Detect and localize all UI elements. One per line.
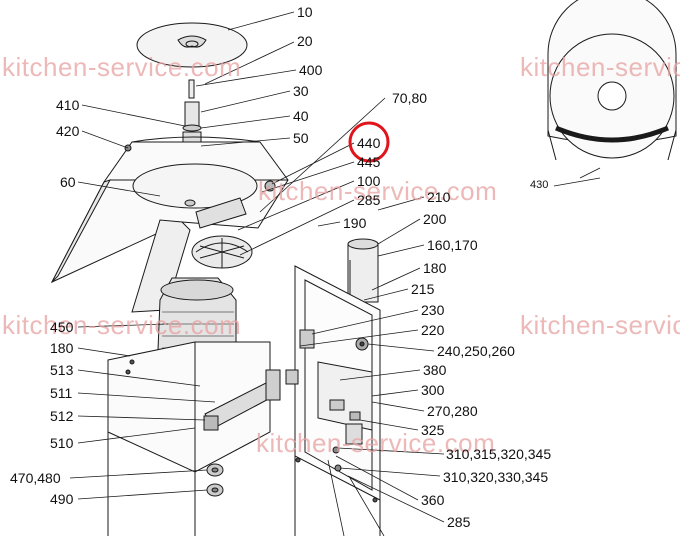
watermark: kitchen-service.com xyxy=(256,428,496,458)
callout-230: 230 xyxy=(421,302,445,318)
callout-445: 445 xyxy=(357,154,381,170)
callout-220: 220 xyxy=(421,322,445,338)
left-housing xyxy=(107,341,271,536)
ejector-disc xyxy=(191,235,253,269)
watermark: kitchen-service.com xyxy=(2,310,242,340)
detail-view-430 xyxy=(547,0,677,161)
callout-300: 300 xyxy=(421,382,445,398)
callout-20: 20 xyxy=(297,33,313,49)
callout-325: 325 xyxy=(421,422,445,438)
callout-310-320-330-345: 310,320,330,345 xyxy=(443,469,549,485)
callout-270-280: 270,280 xyxy=(427,403,478,419)
callout-215: 215 xyxy=(411,281,435,297)
callout-180-upper: 180 xyxy=(423,260,447,276)
callout-10: 10 xyxy=(297,4,313,20)
hopper-lid xyxy=(50,136,289,313)
callout-512: 512 xyxy=(50,408,74,424)
callout-30: 30 xyxy=(293,83,309,99)
callout-60: 60 xyxy=(60,174,76,190)
callout-360: 360 xyxy=(421,492,445,508)
actuator xyxy=(203,369,281,431)
callout-511: 511 xyxy=(50,385,73,401)
callout-513: 513 xyxy=(50,362,74,378)
callout-100: 100 xyxy=(357,173,381,189)
watermark: kitchen-service.com xyxy=(520,310,680,340)
callout-190: 190 xyxy=(343,215,367,231)
feet xyxy=(206,463,224,497)
callout-380: 380 xyxy=(423,362,447,378)
callout-200: 200 xyxy=(423,211,447,227)
callout-240-250-260: 240,250,260 xyxy=(437,343,515,359)
switches xyxy=(285,329,369,385)
callout-70-80: 70,80 xyxy=(392,90,428,106)
callout-410: 410 xyxy=(56,97,80,113)
watermark: kitchen-service.com xyxy=(258,176,498,206)
watermark: kitchen-service.com xyxy=(2,52,242,82)
callout-440: 440 xyxy=(357,135,381,151)
slicing-disc xyxy=(136,22,248,68)
callout-160-170: 160,170 xyxy=(427,237,478,253)
callout-50: 50 xyxy=(293,130,309,146)
callout-470-480: 470,480 xyxy=(10,470,61,486)
callout-310-315-320-345: 310,315,320,345 xyxy=(446,446,552,462)
callout-420: 420 xyxy=(56,123,80,139)
fasteners xyxy=(295,446,378,503)
callout-490: 490 xyxy=(50,491,74,507)
column xyxy=(347,238,379,303)
callout-510: 510 xyxy=(50,435,74,451)
callout-400: 400 xyxy=(299,62,323,78)
control-board xyxy=(317,361,373,445)
watermark: kitchen-service.com xyxy=(520,52,680,82)
callout-40: 40 xyxy=(293,108,309,124)
highlight-circle xyxy=(348,121,390,163)
callout-285-bottom: 285 xyxy=(447,514,471,530)
callout-430: 430 xyxy=(530,179,549,191)
callout-180-lower: 180 xyxy=(50,340,74,356)
callout-450: 450 xyxy=(50,319,74,335)
callout-210: 210 xyxy=(427,189,451,205)
leader-lines xyxy=(69,11,601,536)
callout-285-top: 285 xyxy=(357,192,381,208)
